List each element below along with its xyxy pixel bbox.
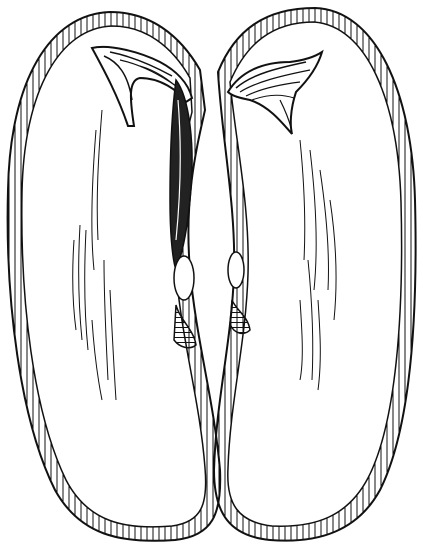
right-cotyledon (214, 8, 416, 541)
left-cotyledon (8, 12, 221, 541)
